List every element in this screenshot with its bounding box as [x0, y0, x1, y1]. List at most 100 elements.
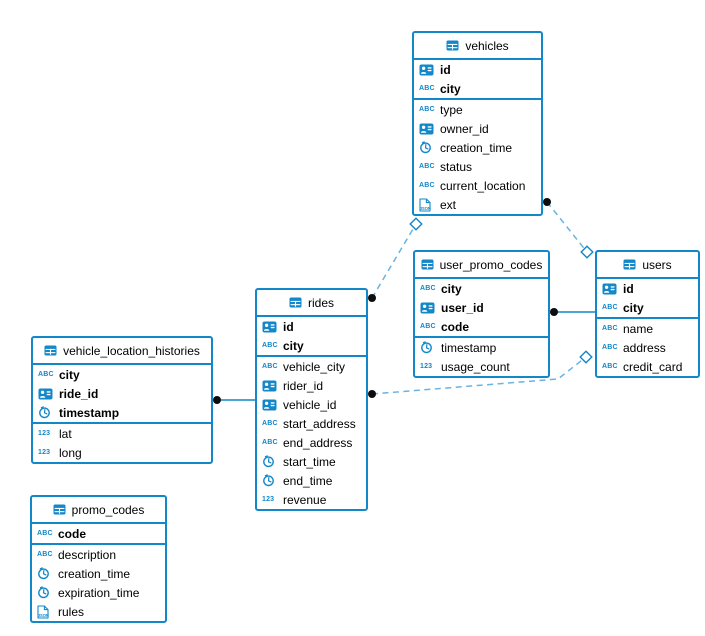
relationship-line — [371, 356, 587, 395]
column-name: start_time — [283, 454, 336, 469]
table-title: rides — [307, 295, 334, 310]
column-name: creation_time — [58, 566, 131, 581]
column-name: lat — [59, 426, 72, 441]
column-name: description — [58, 547, 117, 562]
column-row[interactable]: owner_id — [414, 119, 541, 138]
table-header[interactable]: users — [597, 252, 698, 279]
table-header[interactable]: rides — [257, 290, 366, 317]
column-row[interactable]: JSON rules — [32, 602, 165, 621]
column-name: current_location — [440, 178, 526, 193]
relationship-user_promo_codes-users[interactable] — [550, 308, 596, 316]
column-row[interactable]: ABC city — [597, 298, 698, 317]
column-name: code — [441, 319, 470, 334]
id-badge-icon — [262, 379, 279, 393]
column-row[interactable]: id — [414, 60, 541, 79]
table-grid-icon — [446, 39, 460, 53]
column-name: vehicle_id — [283, 397, 337, 412]
relationship-vehicles-users[interactable] — [543, 198, 594, 259]
table-header[interactable]: vehicles — [414, 33, 541, 60]
column-row[interactable]: ABC city — [415, 279, 548, 298]
column-row[interactable]: id — [257, 317, 366, 336]
column-name: timestamp — [441, 340, 497, 355]
abc-text-icon: ABC — [602, 301, 619, 315]
column-row[interactable]: timestamp — [33, 403, 211, 422]
column-name: city — [623, 300, 644, 315]
abc-text-icon: ABC — [419, 82, 436, 96]
id-badge-icon — [420, 301, 437, 315]
column-name: timestamp — [59, 405, 120, 420]
column-row[interactable]: ABC current_location — [414, 176, 541, 195]
column-name: expiration_time — [58, 585, 140, 600]
column-row[interactable]: creation_time — [414, 138, 541, 157]
abc-text-icon: ABC — [419, 85, 435, 92]
abc-text-icon: ABC — [262, 363, 278, 370]
column-row[interactable]: ABC code — [415, 317, 548, 336]
column-name: start_address — [283, 416, 356, 431]
column-row[interactable]: start_time — [257, 452, 366, 471]
column-row[interactable]: expiration_time — [32, 583, 165, 602]
table-header[interactable]: vehicle_location_histories — [33, 338, 211, 365]
column-row[interactable]: end_time — [257, 471, 366, 490]
column-name: rules — [58, 604, 85, 619]
column-row[interactable]: user_id — [415, 298, 548, 317]
clock-icon — [37, 586, 54, 600]
numeric-123-icon: 123 — [262, 493, 279, 507]
column-row[interactable]: id — [597, 279, 698, 298]
table-header[interactable]: promo_codes — [32, 497, 165, 524]
column-row[interactable]: creation_time — [32, 564, 165, 583]
clock-icon — [262, 455, 279, 469]
abc-text-icon: ABC — [419, 182, 435, 189]
abc-text-icon: ABC — [602, 363, 618, 370]
abc-text-icon: ABC — [420, 285, 436, 292]
id-badge-icon — [419, 63, 436, 77]
relationship-vehicle_location_histories-rides[interactable] — [213, 396, 256, 404]
abc-text-icon: ABC — [37, 551, 53, 558]
column-row[interactable]: ABC description — [32, 545, 165, 564]
column-name: owner_id — [440, 121, 489, 136]
svg-text:JSON: JSON — [38, 612, 49, 617]
column-name: ext — [440, 197, 457, 212]
abc-text-icon: ABC — [420, 323, 436, 330]
column-name: city — [441, 281, 462, 296]
column-name: credit_card — [623, 359, 683, 374]
table-grid-icon — [53, 503, 67, 517]
numeric-123-icon: 123 — [420, 360, 437, 374]
abc-text-icon: ABC — [262, 360, 279, 374]
column-row[interactable]: rider_id — [257, 376, 366, 395]
abc-text-icon: ABC — [419, 179, 436, 193]
column-row[interactable]: ride_id — [33, 384, 211, 403]
table-title: vehicle_location_histories — [63, 343, 200, 358]
column-row[interactable]: timestamp — [415, 338, 548, 357]
column-row[interactable]: vehicle_id — [257, 395, 366, 414]
table-header[interactable]: user_promo_codes — [415, 252, 548, 279]
abc-text-icon: ABC — [602, 360, 619, 374]
column-row[interactable]: ABC credit_card — [597, 357, 698, 376]
